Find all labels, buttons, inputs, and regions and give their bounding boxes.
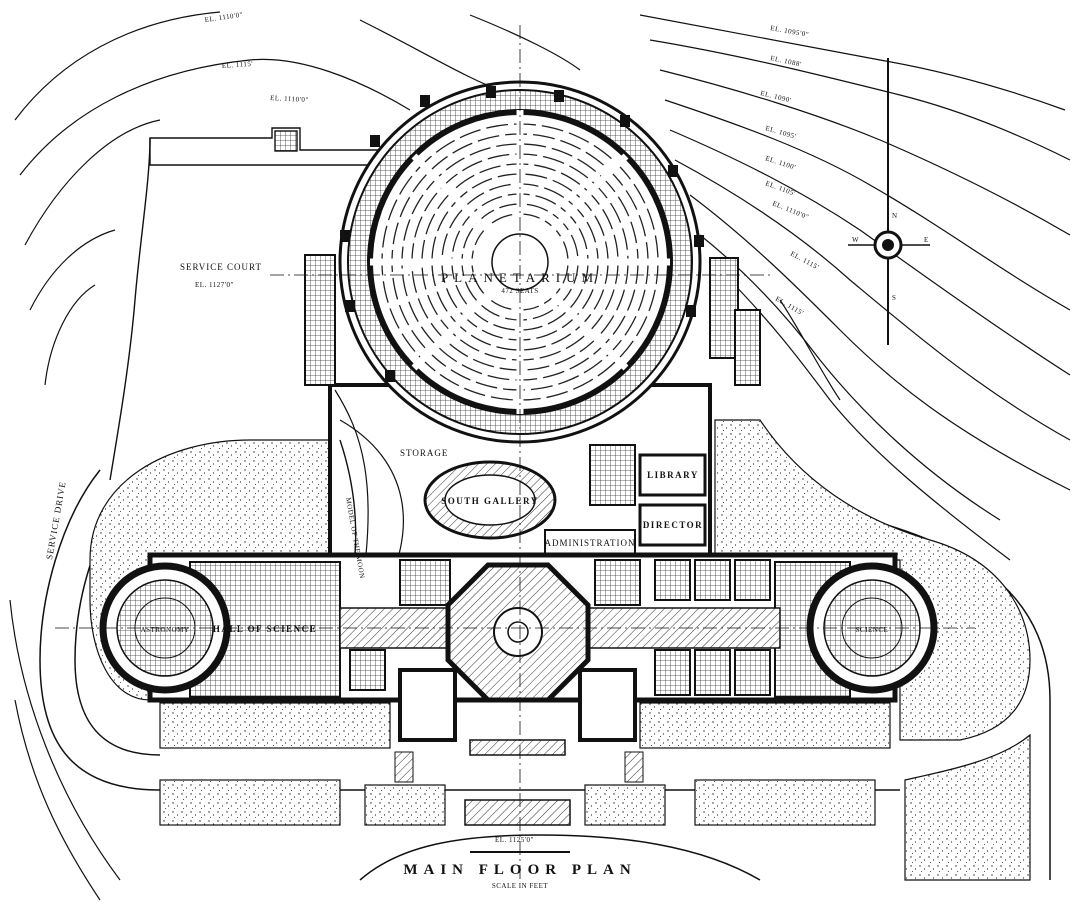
main-wing [99,552,938,826]
planetarium [304,80,761,444]
elevation-label: EL. 1115' [222,60,254,70]
elevation-label: EL. 1125'0" [495,836,534,844]
axis-lines [55,25,975,880]
service-court-elevation: EL. 1127'0" [195,281,234,289]
storage-label: STORAGE [400,448,448,458]
library-label: LIBRARY [647,470,699,480]
director-label: DIRECTOR [643,520,703,530]
administration-label: ADMINISTRATION [545,538,636,548]
compass-south-label: S [892,294,896,302]
compass-west-label: W [852,236,859,244]
hall-of-science-label: HALL OF SCIENCE [213,624,317,634]
lawns [89,419,1031,881]
compass-icon [848,58,930,345]
planetarium-label: PLANETARIUM [441,270,599,285]
service-drive-label: SERVICE DRIVE [44,480,68,560]
drawing-title: MAIN FLOOR PLAN [403,862,636,878]
elevation-label: EL. 1100' [764,154,796,171]
elevation-label: EL. 1110'0" [270,94,309,104]
contour-lines [9,11,1071,901]
elevation-label: EL. 1088' [770,54,803,68]
elevation-label: EL. 1095' [764,124,797,140]
elevation-label: EL. 1115' [789,250,820,272]
elevation-label: EL. 1110'0" [771,199,810,221]
compass-east-label: E [924,236,929,244]
west-dome-label: ASTRONOMY [141,626,190,634]
service-court [109,127,394,481]
east-dome-label: SCIENCE [856,626,889,634]
elevation-label: EL. 1095'0" [770,24,810,39]
service-court-label: SERVICE COURT [180,262,262,272]
scale-note: SCALE IN FEET [492,882,549,890]
planetarium-seats-label: 472 SEATS [501,287,538,295]
compass-north-label: N [892,212,898,220]
south-gallery-label: SOUTH GALLERY [441,496,538,506]
